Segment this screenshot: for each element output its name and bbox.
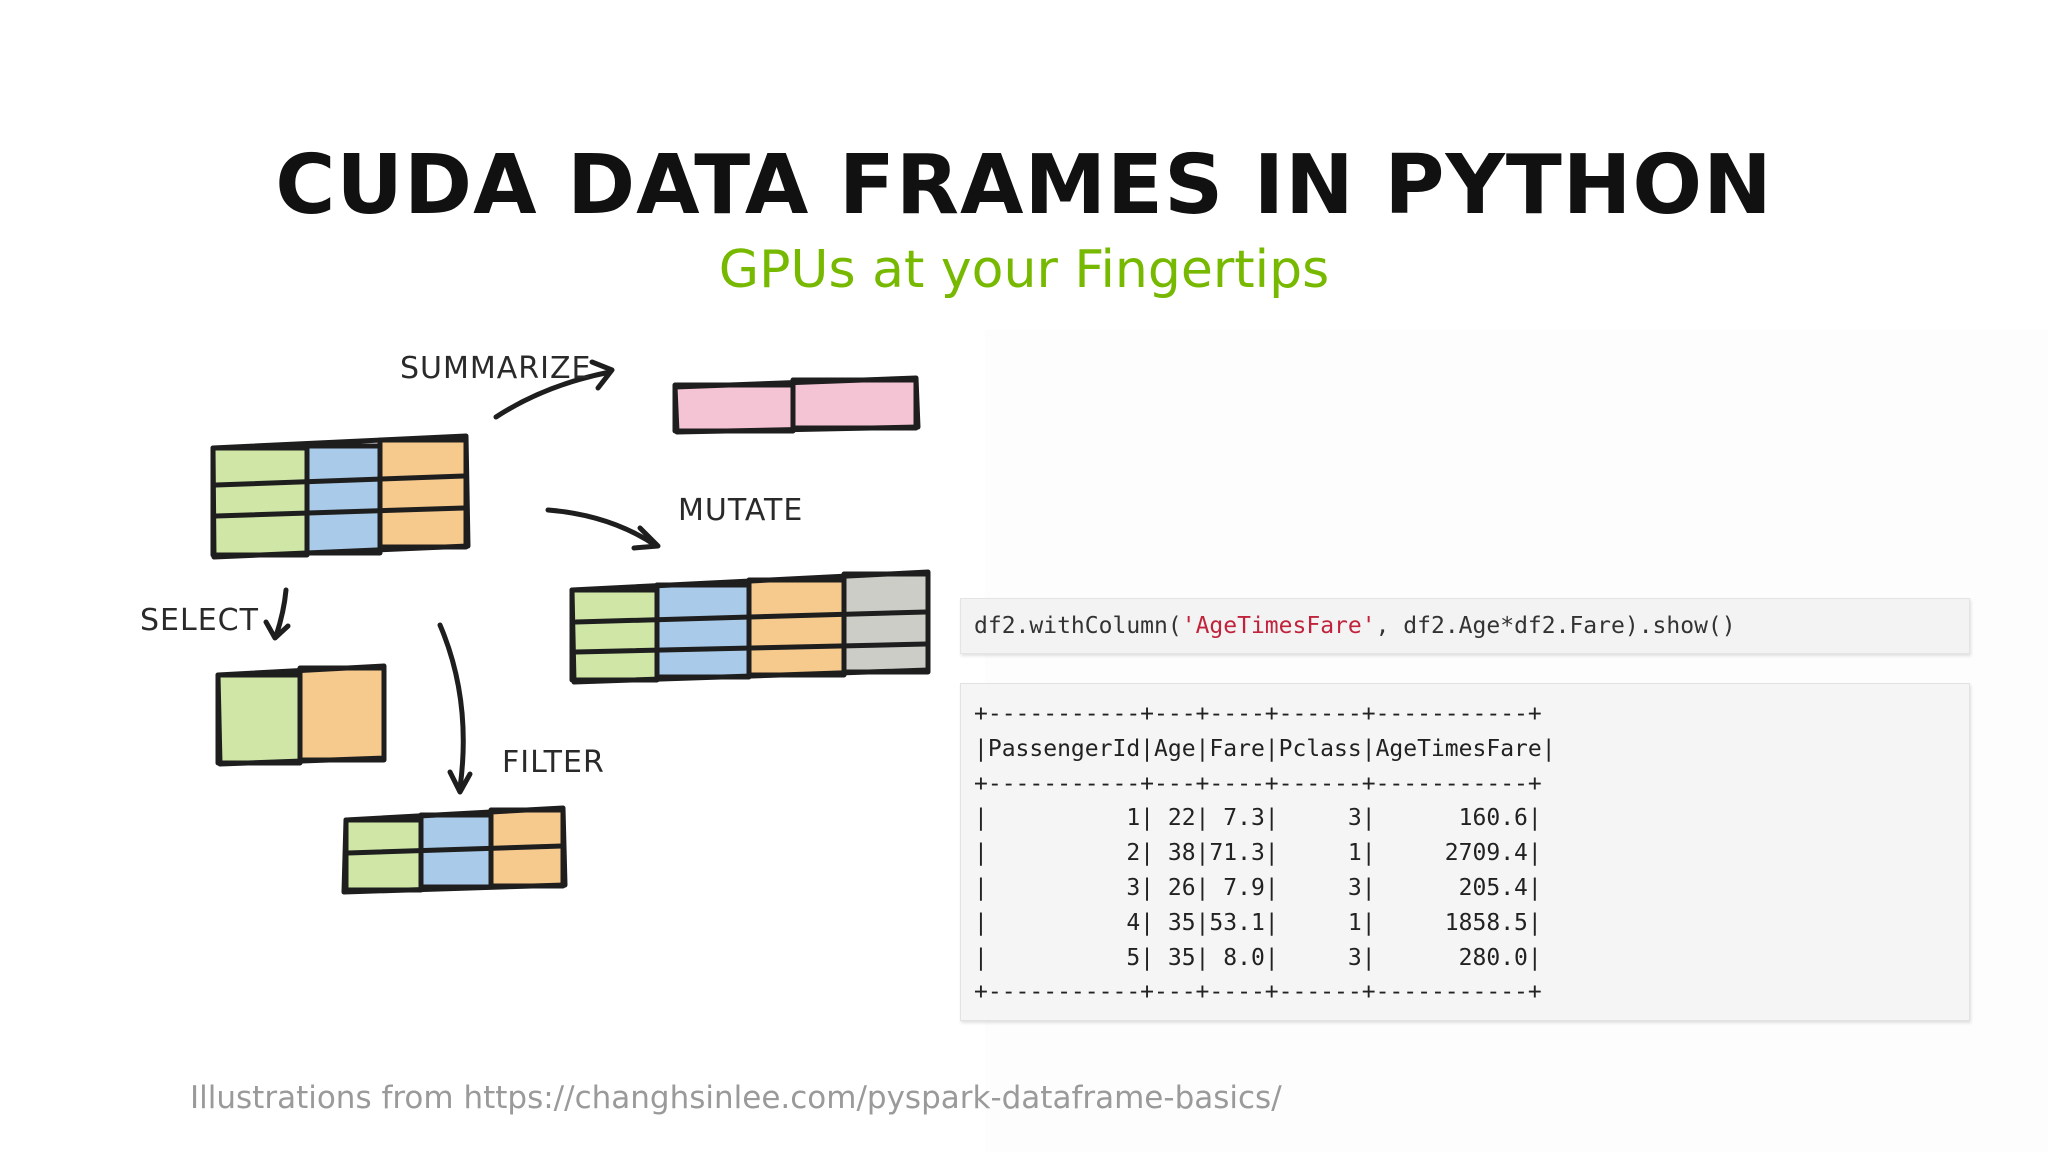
output-line: +-----------+---+----+------+-----------… xyxy=(974,701,1542,727)
output-row: | 4| 35|53.1| 1| 1858.5| xyxy=(974,909,1542,936)
code-cell[interactable]: df2.withColumn('AgeTimesFare', df2.Age*d… xyxy=(960,598,1970,654)
slide-title: CUDA DATA FRAMES IN PYTHON xyxy=(275,138,1773,233)
output-row: | 1| 22| 7.3| 3| 160.6| xyxy=(974,805,1542,832)
mutate-label: MUTATE xyxy=(678,493,803,528)
mutate-result-sketch xyxy=(569,569,931,685)
output-row: | 5| 35| 8.0| 3| 280.0| xyxy=(974,944,1542,971)
output-cell: +-----------+---+----+------+-----------… xyxy=(960,683,1970,1021)
source-dataframe-sketch xyxy=(210,433,471,560)
filter-label: FILTER xyxy=(502,745,605,780)
slide-subtitle: GPUs at your Fingertips xyxy=(718,240,1330,300)
code-string-arg: 'AgeTimesFare' xyxy=(1181,613,1376,639)
output-line: +-----------+---+----+------+-----------… xyxy=(974,979,1542,1006)
dataframe-operations-illustration: SUMMARIZE MUTATE SELECT FILTER xyxy=(140,351,931,895)
code-suffix: , df2.Age*df2.Fare).show() xyxy=(1375,613,1736,639)
arrows-sketch xyxy=(263,359,661,795)
summarize-result-sketch xyxy=(672,375,921,435)
output-header-row: |PassengerId|Age|Fare|Pclass|AgeTimesFar… xyxy=(974,735,1556,762)
output-table-text: +-----------+---+----+------+-----------… xyxy=(974,697,1556,1010)
filter-result-sketch xyxy=(341,805,568,895)
illustration-credit-caption: Illustrations from https://changhsinlee.… xyxy=(190,1080,1282,1116)
code-prefix: df2.withColumn( xyxy=(974,613,1182,639)
select-result-sketch xyxy=(215,663,387,767)
output-row: | 3| 26| 7.9| 3| 205.4| xyxy=(974,874,1542,901)
select-label: SELECT xyxy=(140,603,259,638)
output-row: | 2| 38|71.3| 1| 2709.4| xyxy=(974,840,1542,867)
summarize-label: SUMMARIZE xyxy=(400,351,592,386)
output-line: +-----------+---+----+------+-----------… xyxy=(974,770,1542,797)
